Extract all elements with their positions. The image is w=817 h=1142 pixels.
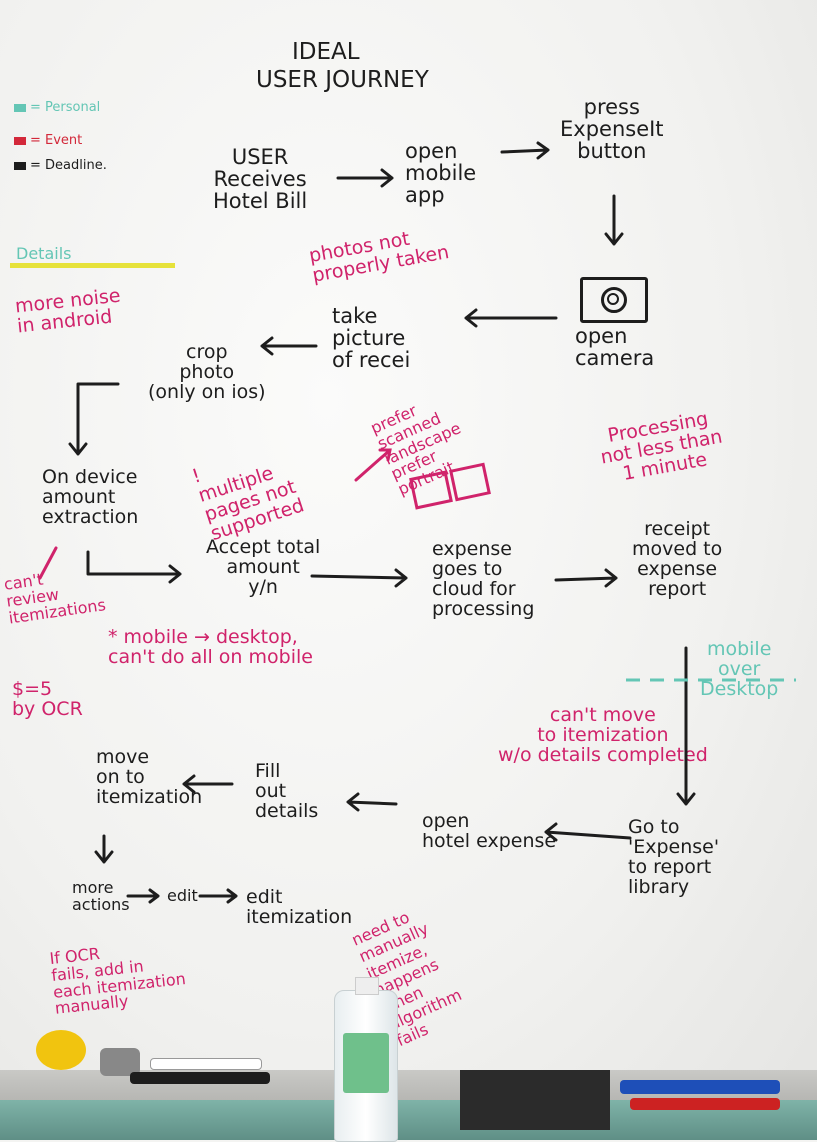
legend-personal: = Personal: [14, 100, 100, 115]
arrow-receipt-to-goto: [676, 646, 696, 806]
note-cant-move: can't move to itemization w/o details co…: [498, 704, 708, 766]
arrow-pages-to-landscape: [354, 448, 392, 482]
marker-black: [130, 1072, 270, 1084]
arrow-more-to-edit: [126, 888, 160, 904]
marker-white: [150, 1058, 262, 1070]
legend-deadline: = Deadline.: [14, 158, 107, 173]
rubber-duck: [36, 1030, 86, 1070]
marker-cup: [460, 1070, 610, 1130]
arrow-fill-to-move: [182, 774, 234, 794]
step-open-mobile-app: open mobile app: [405, 139, 477, 208]
marker-blue: [620, 1080, 780, 1094]
arrow-goto-to-hotel: [544, 822, 632, 842]
step-fill-out: Fill out details: [255, 760, 319, 822]
step-receipt-moved: receipt moved to expense report: [632, 518, 723, 600]
step-edit: edit: [167, 886, 198, 905]
note-dollar-ocr: $=5 by OCR: [12, 678, 83, 720]
camera-icon: [580, 277, 648, 323]
legend-event: = Event: [14, 133, 82, 148]
arrow-picture-to-crop: [260, 336, 318, 356]
step-move-on: move on to itemization: [96, 746, 203, 808]
marker-red: [630, 1098, 780, 1110]
arrow-device-to-accept: [86, 550, 182, 584]
step-open-camera: open camera: [575, 324, 655, 371]
details-heading: Details: [16, 244, 72, 263]
arrow-cloud-to-receipt: [554, 568, 618, 588]
step-on-device: On device amount extraction: [42, 466, 139, 528]
eraser: [100, 1048, 140, 1076]
legend-personal-label: = Personal: [30, 100, 101, 115]
details-underline: [10, 263, 175, 268]
arrow-hotel-to-fill: [346, 792, 398, 812]
step-crop-photo: crop photo (only on ios): [148, 341, 266, 403]
step-edit-itemization: edit itemization: [246, 886, 353, 928]
line-device-to-review: [38, 546, 58, 580]
legend-deadline-label: = Deadline.: [30, 158, 107, 173]
note-mobile-desktop: * mobile → desktop, can't do all on mobi…: [108, 626, 313, 668]
arrow-accept-to-cloud: [310, 568, 408, 588]
arrow-press-to-camera: [604, 194, 624, 246]
step-cloud: expense goes to cloud for processing: [432, 538, 535, 620]
arrow-crop-to-device: [68, 382, 120, 456]
step-user-receives: USER Receives Hotel Bill: [213, 145, 308, 214]
hand-sanitizer-bottle: [334, 977, 398, 1142]
note-mobile-over: mobile over Desktop: [700, 638, 779, 700]
legend-event-label: = Event: [30, 133, 83, 148]
step-take-picture: take picture of recei: [332, 304, 411, 373]
arrow-camera-to-picture: [464, 308, 558, 328]
arrow-bill-to-app: [336, 168, 394, 188]
step-more-actions: more actions: [72, 878, 130, 914]
arrow-move-to-more: [94, 834, 114, 864]
arrow-app-to-press: [500, 141, 550, 160]
step-go-to-expense: Go to 'Expense' to report library: [628, 816, 720, 898]
title-line1: IDEAL: [292, 39, 360, 65]
title-line2: USER JOURNEY: [256, 67, 429, 93]
step-press-button: press ExpenseIt button: [560, 95, 664, 164]
marker-tray: [0, 977, 817, 1142]
arrow-edit-to-itemize: [198, 888, 238, 904]
step-open-hotel: open hotel expense: [422, 810, 557, 852]
step-accept-total: Accept total amount y/n: [206, 536, 321, 598]
